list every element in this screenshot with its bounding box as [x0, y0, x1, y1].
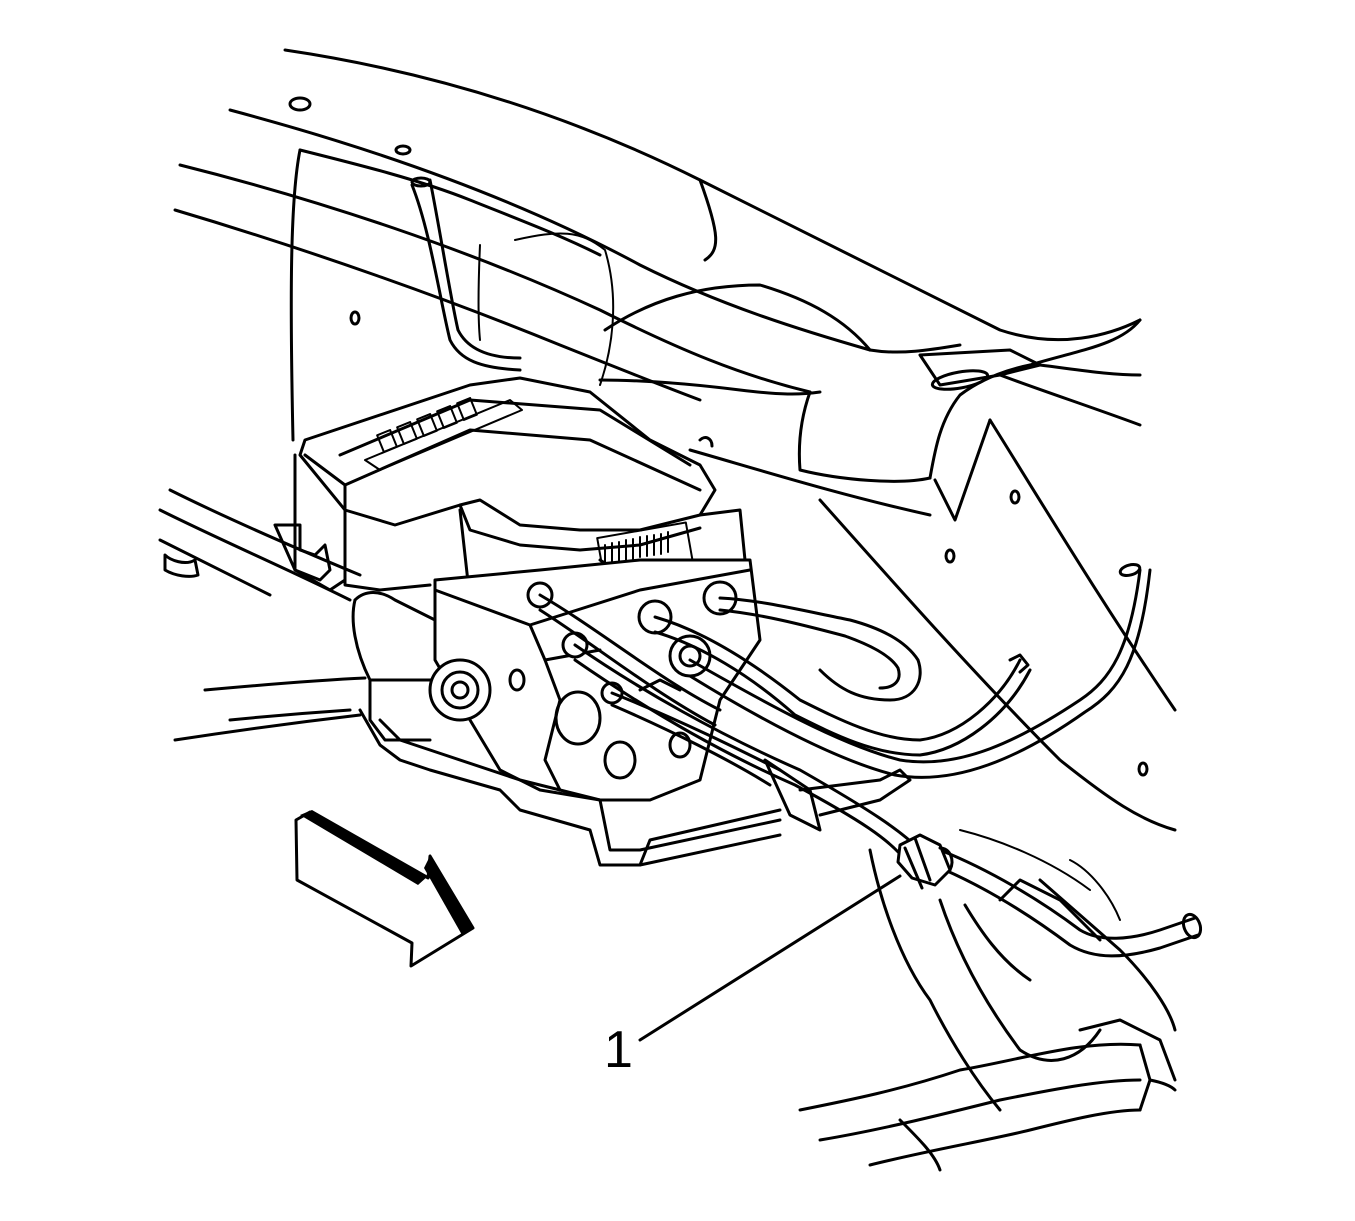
brake-lines: [538, 563, 1152, 862]
barcode: [604, 531, 669, 566]
left-crossmember: [158, 488, 367, 742]
brake-line-fitting: [896, 833, 1203, 958]
lower-frame: [798, 829, 1177, 1172]
front-direction-arrow-icon: [294, 810, 475, 968]
module-label-text: [376, 397, 478, 453]
mounting-bracket: [358, 708, 782, 867]
callout-label-1: 1: [604, 1021, 633, 1079]
vent-tube: [410, 176, 522, 372]
frame-rail: [173, 48, 1177, 832]
callout-leader-line: [638, 874, 902, 1042]
